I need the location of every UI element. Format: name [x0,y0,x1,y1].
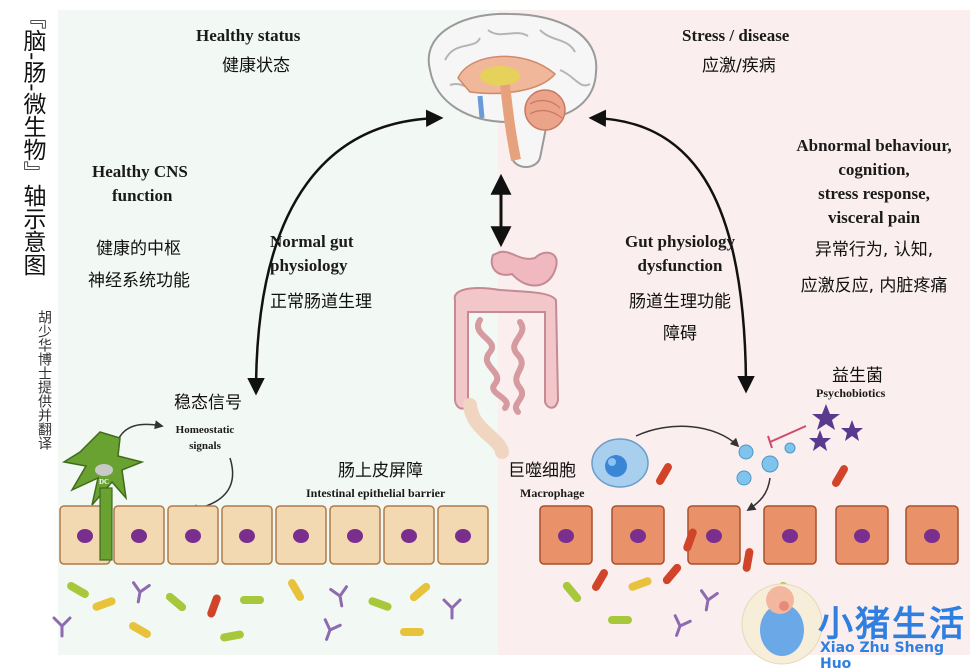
normal-gut-cn: 正常肠道生理 [270,292,372,312]
barrier-label-en: Intestinal epithelial barrier [306,486,446,500]
bacterium [240,596,264,604]
bacterium [288,579,304,601]
epithelial-cell [539,505,593,565]
dc-label: DC [99,478,110,486]
epithelial-cell [835,505,889,565]
epithelial-cell [611,505,665,565]
homeostatic-signal-en-2: signals [189,440,221,452]
bacterium [592,569,608,591]
bacterium [673,614,692,637]
bacterium [220,630,244,642]
arrow-macrophage-to-cytokines [635,425,740,448]
gut-dysfunction-cn-1: 肠道生理功能 [629,292,731,312]
normal-gut-en-2: physiology [270,256,348,275]
gut-illustration [453,250,560,459]
abnormal-en-4: visceral pain [827,208,921,227]
cytokine-bubbles [736,442,796,486]
bacterium [323,618,342,641]
stress-title-en: Stress / disease [682,26,790,45]
bacterium [832,465,848,487]
macrophage-cell [591,438,649,488]
epithelial-cell [59,505,111,565]
psychobiotics-en: Psychobiotics [816,386,886,400]
stress-epithelium [539,505,959,565]
epithelial-cell [383,505,435,565]
side-credit: 胡少华博士提供并翻译 [36,310,52,450]
stress-title-cn: 应激/疾病 [702,56,776,76]
brain-illustration [427,12,598,168]
arrow-dc-to-signals [117,420,164,441]
epithelial-cell [275,505,327,565]
macrophage-cn: 巨噬细胞 [508,461,576,481]
psychobiotics-cn: 益生菌 [832,366,883,386]
psychobiotic-stars [809,404,863,451]
abnormal-cn-2: 应激反应, 内脏疼痛 [800,276,948,296]
healthy-epithelium [59,505,489,565]
gut-microbiota [52,463,848,642]
bacterium [207,594,221,618]
bacterium [700,589,719,612]
bacterium [400,628,424,636]
bacterium [129,622,151,638]
abnormal-en-3: stress response, [818,184,930,203]
gut-dysfunction-en-1: Gut physiology [624,232,736,251]
abnormal-en-2: cognition, [838,160,910,179]
cns-label-en-2: function [112,186,173,205]
bacterium [608,616,632,624]
abnormal-cn-1: 异常行为, 认知, [814,240,934,260]
arrow-cytokines-to-epithelium [746,477,771,511]
cns-label-cn-1: 健康的中枢 [96,239,181,259]
bacterium [742,548,754,572]
bacterium [628,577,652,591]
inhibition-line [769,425,807,443]
epithelial-cell [329,505,381,565]
logo-text: 小猪生活 [818,605,967,645]
dendritic-cell [61,431,145,561]
epithelial-cell [221,505,273,565]
bacterium [442,598,462,620]
arrow-brain-to-healthy-gut [247,109,444,396]
cns-label-cn-2: 神经系统功能 [88,271,190,291]
bacterium [662,563,682,585]
bacterium [132,581,151,604]
bacterium [92,597,116,611]
epithelial-cell [905,505,959,565]
macrophage-en: Macrophage [520,486,585,500]
homeostatic-signal-cn: 稳态信号 [174,393,242,413]
bacterium [329,585,348,608]
healthy-title-en: Healthy status [196,26,301,45]
side-title: 『脑-肠-微生物』轴示意图 [19,6,45,276]
cns-label-en-1: Healthy CNS [92,162,188,181]
epithelial-cell [167,505,219,565]
epithelial-cell [763,505,817,565]
barrier-label-cn: 肠上皮屏障 [338,461,423,481]
abnormal-en-1: Abnormal behaviour, [796,136,952,155]
bacterium [165,592,187,612]
healthy-title-cn: 健康状态 [222,56,290,76]
logo-subtitle: Xiao Zhu Sheng Huo [820,640,945,672]
homeostatic-signal-en-1: Homeostatic [175,424,235,436]
bacterium [409,582,431,602]
gut-dysfunction-en-2: dysfunction [637,256,723,275]
bacterium [683,528,697,552]
normal-gut-en-1: Normal gut [270,232,354,251]
gut-dysfunction-cn-2: 障碍 [663,324,697,344]
epithelial-cell [113,505,165,565]
arrow-brain-to-stress-gut [588,109,755,394]
bacterium [368,597,392,611]
bacterium [656,463,672,485]
logo-mascot-icon [741,583,823,665]
epithelial-cell [437,505,489,565]
bacterium [52,616,72,638]
bacterium [67,582,89,598]
bacterium [562,581,582,603]
